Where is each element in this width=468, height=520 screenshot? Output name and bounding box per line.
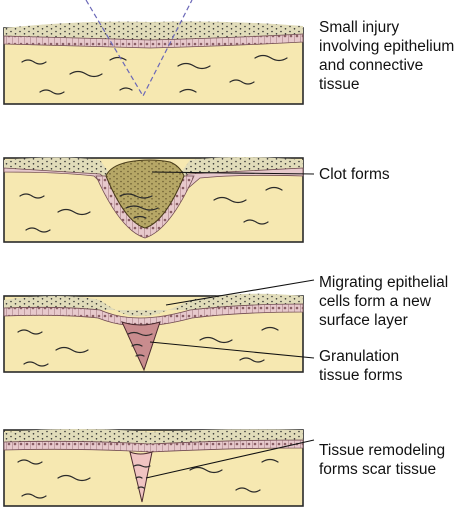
caption-migration-line-2: cells form a new xyxy=(319,293,432,310)
caption-injury-line-4: tissue xyxy=(319,76,360,93)
panel-injury xyxy=(3,0,304,105)
granulation-leader-line xyxy=(149,341,315,359)
caption-injury-line-3: and connective xyxy=(319,57,423,74)
panel-migration xyxy=(3,279,315,373)
clot-leader-line xyxy=(151,171,315,175)
caption-granulation-line-2: tissue forms xyxy=(319,367,403,384)
caption-remodeling-line-2: forms scar tissue xyxy=(319,461,436,478)
panel-remodeling xyxy=(3,429,315,507)
caption-migration-line-1: Migrating epithelial xyxy=(319,274,448,291)
caption-injury: Small injury involving epithelium and co… xyxy=(319,19,454,93)
caption-clot: Clot forms xyxy=(319,166,390,183)
migration-leader-line xyxy=(165,279,315,306)
caption-migration-line-3: surface layer xyxy=(319,312,408,329)
caption-injury-line-1: Small injury xyxy=(319,19,399,36)
caption-remodeling: Tissue remodeling forms scar tissue xyxy=(319,442,445,478)
caption-migration: Migrating epithelial cells form a new su… xyxy=(319,274,448,329)
caption-injury-line-2: involving epithelium xyxy=(319,38,454,55)
caption-clot-line-1: Clot forms xyxy=(319,166,390,183)
caption-remodeling-line-1: Tissue remodeling xyxy=(319,442,445,459)
remodeling-leader-line xyxy=(145,439,315,479)
panel-clot xyxy=(3,157,315,243)
caption-granulation-line-1: Granulation xyxy=(319,348,399,365)
caption-granulation: Granulation tissue forms xyxy=(319,348,403,384)
